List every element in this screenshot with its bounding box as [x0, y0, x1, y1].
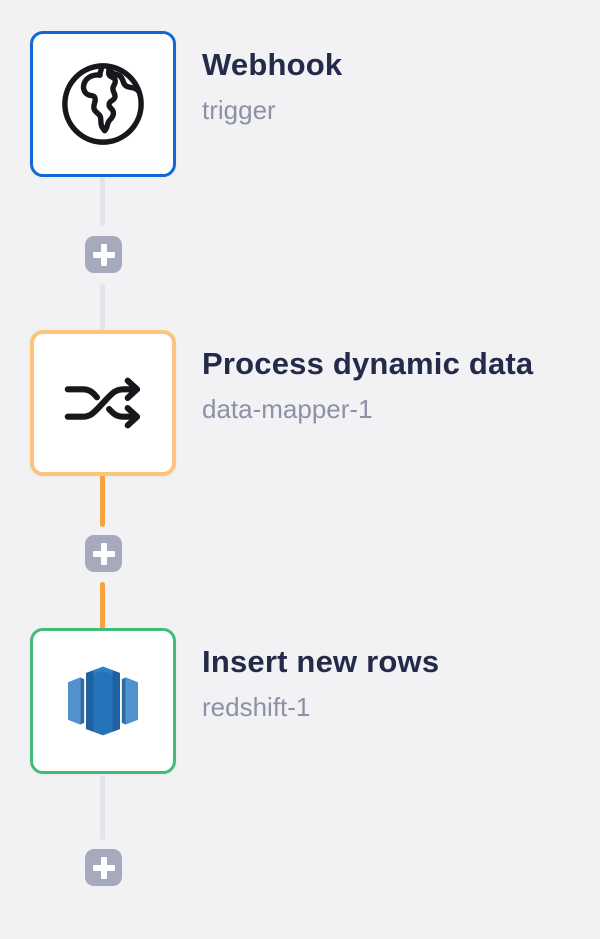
webhook-node-tile[interactable]	[30, 31, 176, 177]
plus-icon	[100, 243, 107, 266]
redshift-node-tile[interactable]	[30, 628, 176, 774]
connector-webhook-to-mapper-bottom	[100, 284, 105, 331]
connector-after-redshift	[100, 776, 105, 840]
shuffle-icon	[56, 356, 150, 450]
workflow-node-data-mapper: Process dynamic data data-mapper-1	[30, 330, 533, 476]
plus-icon	[100, 542, 107, 565]
node-subtitle: redshift-1	[202, 692, 311, 722]
globe-icon	[53, 54, 153, 154]
plus-icon	[100, 856, 107, 879]
node-title: Process dynamic data	[202, 346, 534, 381]
workflow-node-webhook: Webhook trigger	[30, 31, 342, 177]
node-title: Webhook	[202, 47, 343, 82]
node-subtitle: trigger	[202, 95, 276, 125]
workflow-node-redshift: Insert new rows redshift-1	[30, 628, 439, 774]
add-step-button[interactable]	[85, 535, 122, 572]
connector-mapper-to-redshift-bottom	[100, 582, 105, 629]
redshift-icon	[55, 653, 151, 749]
connector-mapper-to-redshift-top	[100, 475, 105, 527]
connector-webhook-to-mapper-top	[100, 177, 105, 226]
add-step-button[interactable]	[85, 236, 122, 273]
node-title: Insert new rows	[202, 644, 440, 679]
node-subtitle: data-mapper-1	[202, 394, 373, 424]
add-step-button[interactable]	[85, 849, 122, 886]
data-mapper-node-tile[interactable]	[30, 330, 176, 476]
